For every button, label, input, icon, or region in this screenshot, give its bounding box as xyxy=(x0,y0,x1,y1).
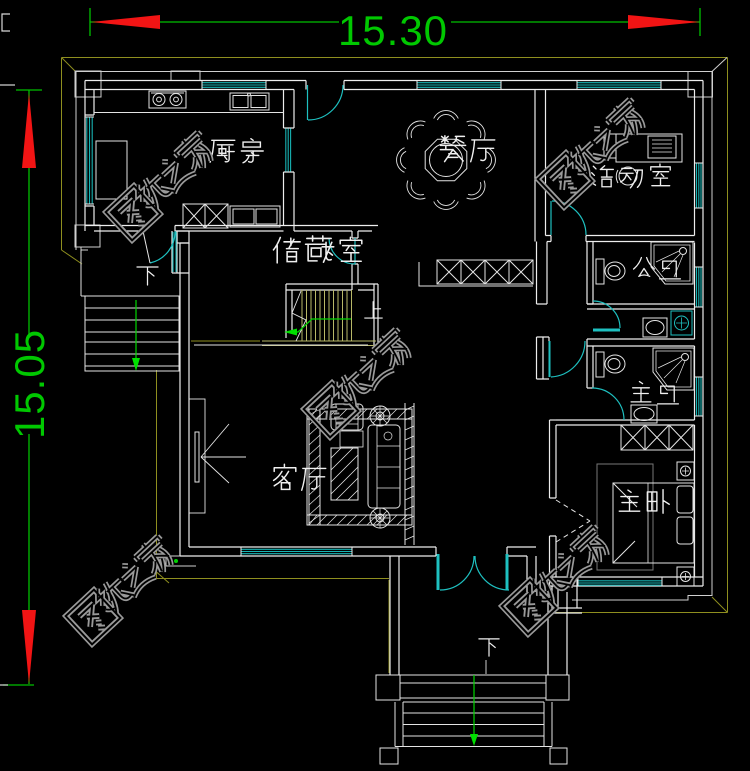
svg-text:15.30: 15.30 xyxy=(338,7,448,54)
svg-text:15.05: 15.05 xyxy=(6,329,53,439)
